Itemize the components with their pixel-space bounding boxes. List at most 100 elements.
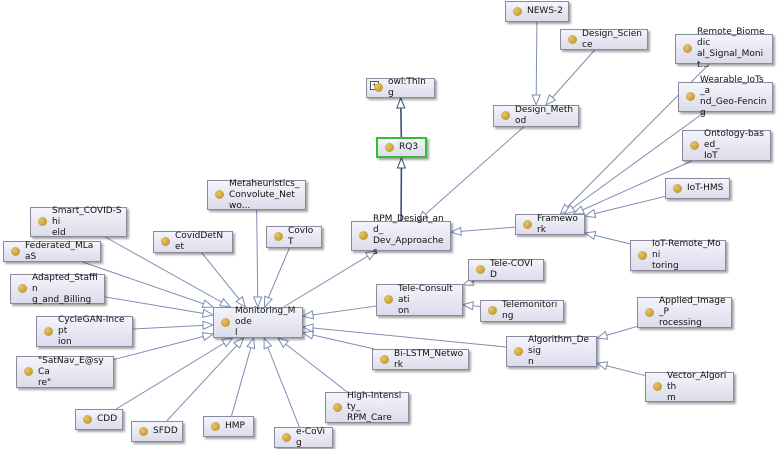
edge-monitoring_model-coviot: [264, 247, 290, 309]
edge-monitoring_model-cdd: [115, 337, 234, 410]
node-news2[interactable]: NEWS-2: [505, 1, 569, 22]
node-owl-thing[interactable]: + owl:Thing: [366, 77, 435, 98]
arrowhead: [218, 297, 232, 308]
node-cdd[interactable]: CDD: [75, 409, 123, 430]
node-label: Framework: [537, 213, 578, 235]
node-label: Ontology-based_ IoT: [704, 129, 764, 161]
node-cyclegan-inception[interactable]: CycleGAN-Incept ion: [36, 315, 133, 347]
class-icon: [384, 295, 393, 304]
node-label: Algorithm_Desig n: [528, 335, 590, 367]
arrowhead: [396, 156, 407, 169]
node-adapted-staffing[interactable]: Adapted_Staffin g_and_Billing: [10, 272, 105, 305]
node-sfdd[interactable]: SFDD: [131, 421, 183, 442]
class-icon: [513, 6, 522, 16]
class-icon: [44, 326, 53, 336]
node-design-method[interactable]: Design_Method: [493, 105, 579, 127]
class-icon: [274, 232, 283, 241]
class-icon: [18, 284, 27, 293]
node-federated-mlaas[interactable]: Federated_MLaaS: [3, 241, 101, 262]
node-e-covig[interactable]: e-CoVig: [274, 427, 333, 448]
node-tele-consultation[interactable]: Tele-Consultati on: [376, 284, 463, 316]
class-icon: [683, 44, 692, 53]
edge-monitoring_model-algorithm_design: [301, 323, 507, 348]
class-icon: [686, 92, 695, 101]
node-wearable-iots[interactable]: Wearable_IoTs_a nd_Geo-Fencing: [678, 75, 773, 118]
node-rq3[interactable]: RQ3: [376, 137, 427, 158]
node-hmp[interactable]: HMP: [203, 416, 254, 437]
class-icon: [221, 317, 230, 327]
node-remote-biomedical[interactable]: Remote_Biomedic al_Signal_Monit...: [675, 27, 773, 70]
node-label: Adapted_Staffin g_and_Billing: [32, 272, 98, 305]
edge-algorithm_design-applied_image: [595, 325, 638, 340]
class-icon: [215, 190, 224, 199]
arrowhead: [252, 296, 263, 309]
node-label: Tele-COVID: [490, 259, 533, 280]
node-label: RPM_Design_and_ Dev_Approaches: [373, 214, 444, 257]
class-icon: [690, 140, 699, 150]
node-tele-covid[interactable]: Tele-COVID: [468, 259, 544, 281]
arrowhead: [583, 230, 597, 241]
node-label: IoT-Remote_Moni toring: [652, 239, 721, 271]
node-monitoring-model[interactable]: Monitoring_Mode l: [213, 306, 303, 338]
node-label: Metaheuristics_ Convolute_Netwo...: [229, 178, 300, 211]
node-bi-lstm-network[interactable]: Bi-LSTM_Network: [372, 349, 469, 370]
node-label: Vector_Algorith m: [667, 370, 727, 403]
node-label: CovidDetNet: [175, 231, 224, 252]
node-label: Federated_MLaaS: [25, 240, 94, 262]
node-label: "SatNav_E@syCa re": [38, 355, 104, 388]
edge-rq3-rpm_design: [396, 156, 407, 222]
node-label: NEWS-2: [527, 6, 564, 16]
node-vector-algorithm[interactable]: Vector_Algorith m: [645, 370, 734, 403]
node-telemonitoring[interactable]: Telemonitoring: [480, 300, 564, 322]
arrowhead: [364, 250, 378, 261]
class-icon: [638, 250, 647, 260]
arrowhead: [263, 336, 273, 350]
edge-monitoring_model-coviddetnet: [201, 252, 247, 309]
edge-monitoring_model-bilstm: [301, 330, 375, 350]
class-icon: [11, 246, 20, 256]
node-coviot[interactable]: CovIoT: [266, 226, 322, 248]
node-label: owl:Thing: [388, 77, 426, 98]
class-icon: [673, 183, 682, 193]
arrowhead: [201, 308, 215, 318]
arrowhead: [264, 295, 273, 309]
node-applied-image-processing[interactable]: Applied_Image_P rocessing: [637, 296, 732, 328]
node-metaheuristics[interactable]: Metaheuristics_ Convolute_Netwo...: [207, 178, 306, 211]
node-satnav-easycare[interactable]: "SatNav_E@syCa re": [16, 356, 114, 388]
edge-framework-iot_hms: [583, 195, 666, 219]
node-label: Smart_COVID-Shi eld: [52, 205, 122, 238]
class-icon: [38, 217, 47, 226]
edge-monitoring_model-tele_consultation: [301, 305, 377, 320]
arrowhead: [396, 96, 406, 109]
edge-monitoring_model-sfdd: [166, 337, 245, 422]
node-design-science[interactable]: Design_Science: [560, 29, 648, 50]
edge-tele_consultation-telemonitoring: [461, 301, 481, 311]
arrowhead: [449, 226, 462, 237]
node-iot-hms[interactable]: IoT-HMS: [665, 178, 730, 199]
node-algorithm-design[interactable]: Algorithm_Desig n: [506, 335, 597, 367]
node-ontology-iot[interactable]: Ontology-based_ IoT: [682, 129, 771, 161]
node-label: Monitoring_Mode l: [235, 306, 296, 338]
node-rpm-design[interactable]: RPM_Design_and_ Dev_Approaches: [351, 214, 451, 257]
edge-monitoring_model-cyclegan: [132, 320, 215, 331]
edge-monitoring_model-ecovig: [263, 336, 300, 428]
node-iot-remote-monitoring[interactable]: IoT-Remote_Moni toring: [630, 239, 726, 271]
arrowhead: [221, 337, 234, 348]
arrowhead: [202, 320, 215, 331]
node-smart-covid-shield[interactable]: Smart_COVID-Shi eld: [30, 205, 127, 238]
node-label: CycleGAN-Incept ion: [58, 315, 125, 347]
edge-framework-iot_remote: [583, 230, 631, 245]
arrowhead: [595, 361, 609, 371]
class-icon: [24, 367, 33, 376]
arrowhead: [235, 295, 247, 309]
node-framework[interactable]: Framework: [515, 214, 585, 235]
class-icon: [488, 306, 497, 315]
node-label: Design_Method: [515, 105, 574, 126]
arrowhead: [531, 94, 541, 107]
class-icon: [514, 346, 523, 356]
class-icon: [645, 307, 654, 317]
node-coviddetnet[interactable]: CovidDetNet: [153, 231, 233, 253]
node-high-intensity-rpm[interactable]: High-Intensity_ RPM_Care: [325, 391, 409, 423]
node-label: Wearable_IoTs_a nd_Geo-Fencing: [700, 75, 767, 118]
arrowhead: [233, 337, 245, 349]
